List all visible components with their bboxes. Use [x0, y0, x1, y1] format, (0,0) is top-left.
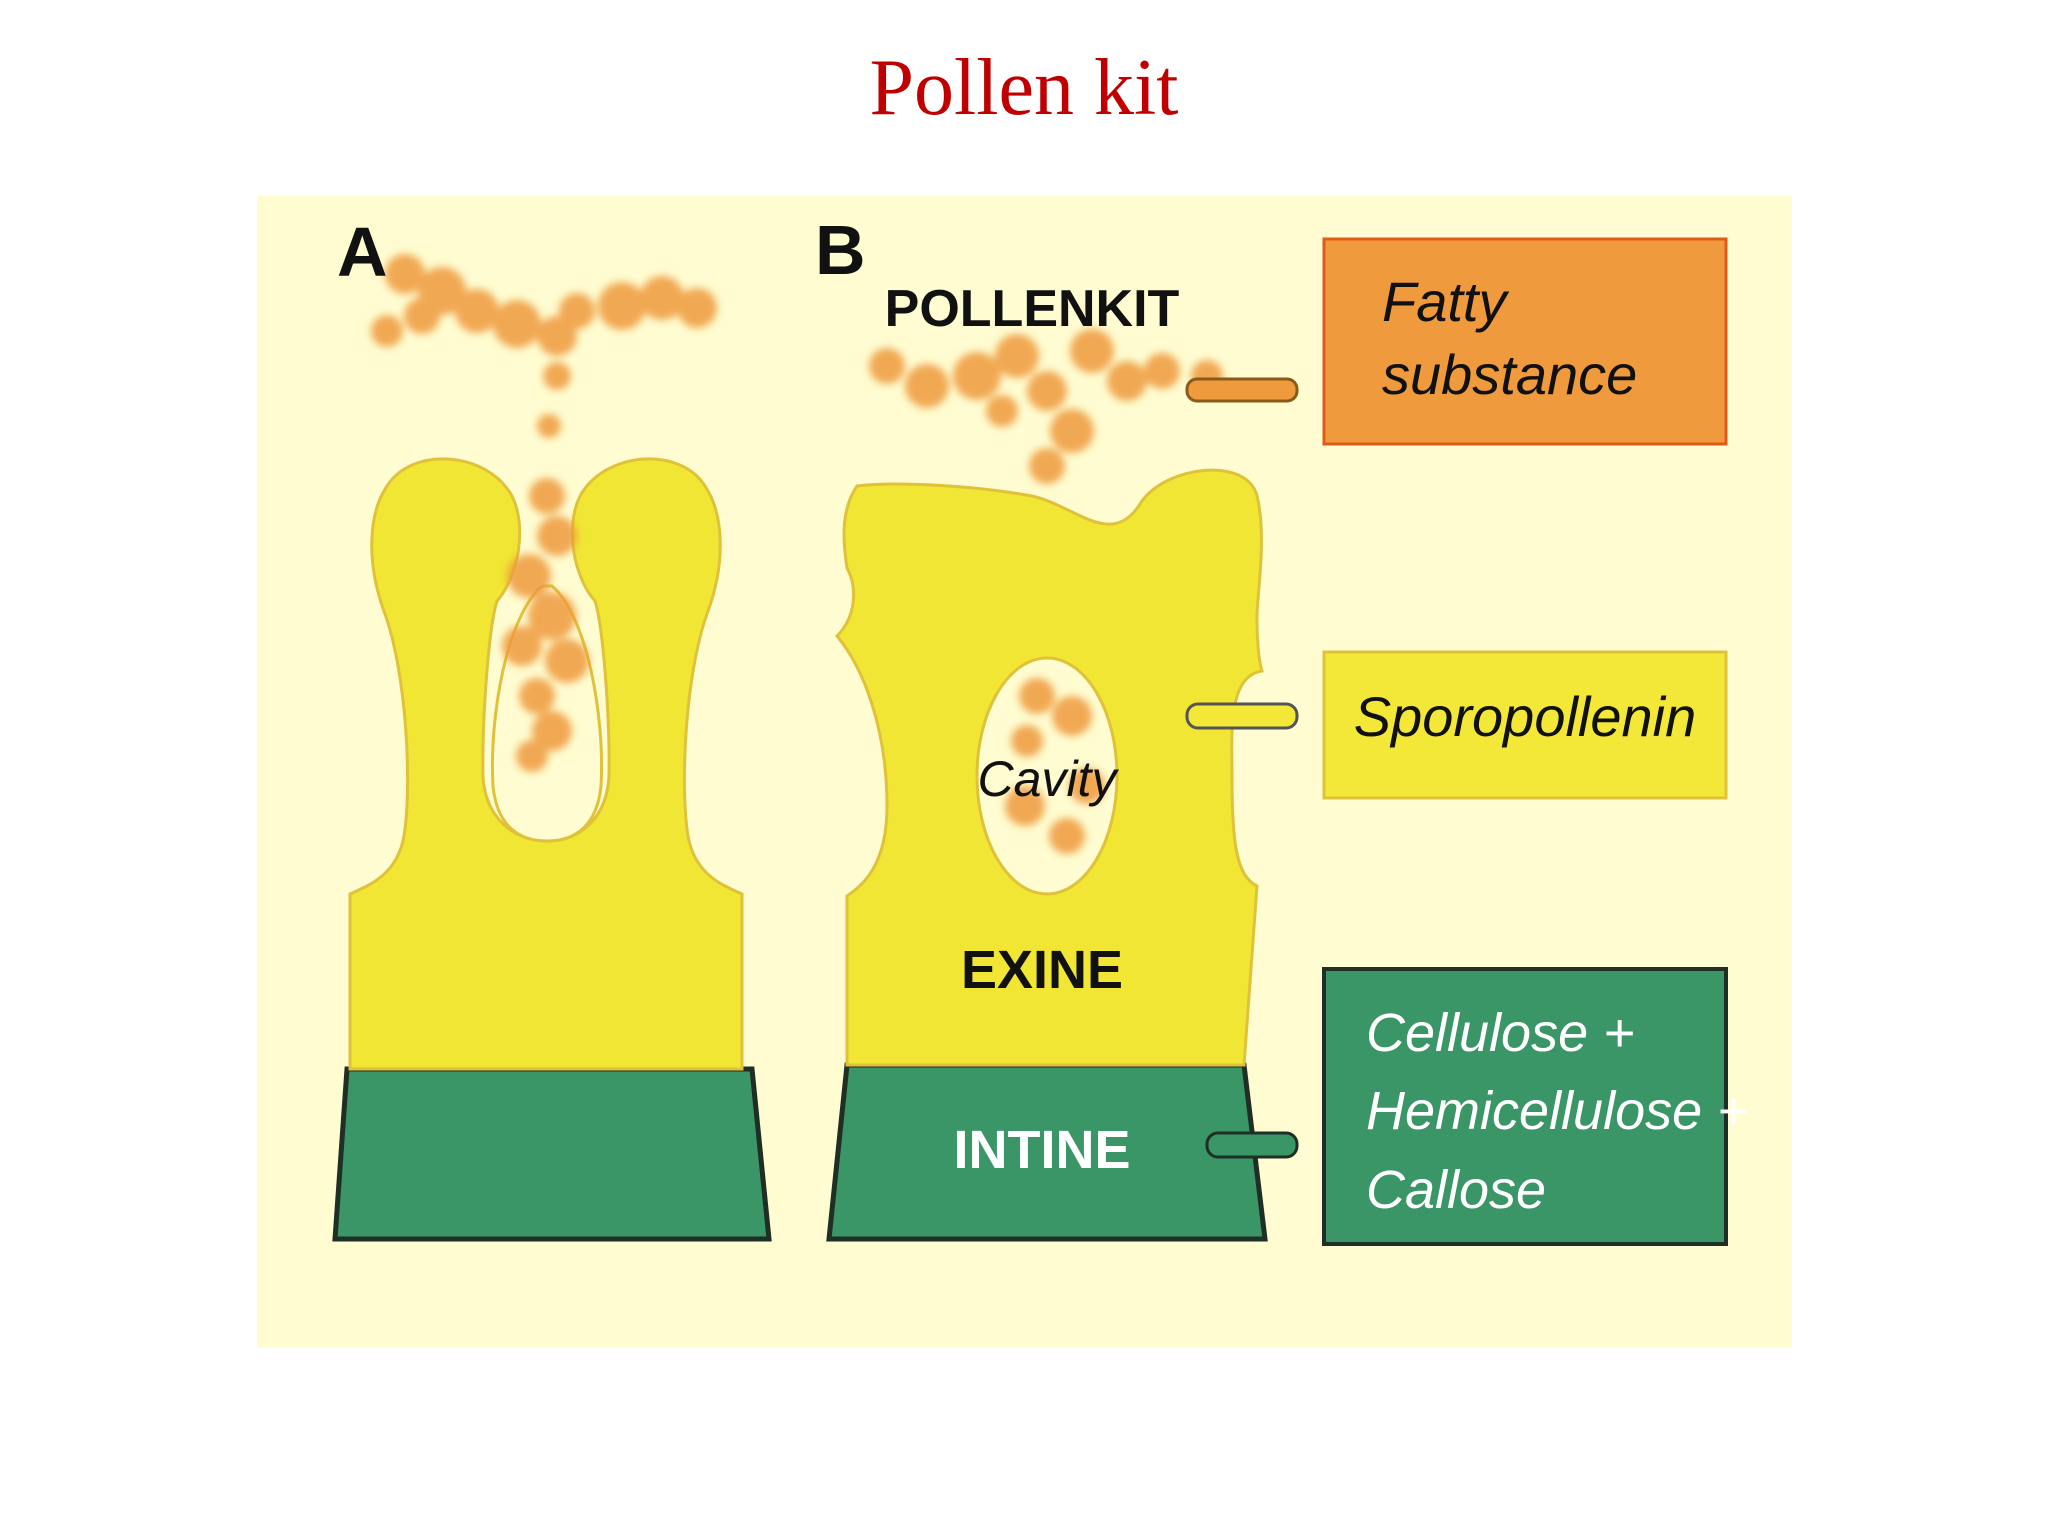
figure-panel: A B POLLENKIT Cavity: [257, 196, 1792, 1348]
cellulose-connector: [1205, 1131, 1299, 1159]
sporopollenin-text: Sporopollenin: [1354, 685, 1696, 748]
sporopollenin-box: [1322, 650, 1728, 800]
fatty-connector: [1185, 377, 1299, 403]
cellulose-line-2: Hemicellulose +: [1366, 1081, 1749, 1141]
panel-a: A: [332, 213, 772, 1242]
pollenkit-b: [869, 329, 1223, 854]
cellulose-line-1: Cellulose +: [1366, 1003, 1635, 1063]
legend-cellulose: Cellulose + Hemicellulose + Callose: [1322, 967, 1749, 1246]
pollenkit-a: [371, 254, 717, 772]
connectors: [1185, 377, 1299, 1159]
legend-fatty: Fatty substance: [1322, 237, 1728, 446]
intine-label: INTINE: [953, 1120, 1130, 1180]
panel-b: B POLLENKIT Cavity EXINE INTINE: [815, 211, 1268, 1242]
panel-a-label: A: [337, 213, 388, 291]
panel-b-label: B: [815, 211, 866, 289]
fatty-line-2: substance: [1382, 343, 1637, 406]
sporopollenin-connector: [1185, 702, 1299, 730]
cavity-label: Cavity: [978, 751, 1120, 807]
fatty-box: [1322, 237, 1728, 446]
exine-label: EXINE: [961, 940, 1123, 1000]
fatty-line-1: Fatty: [1382, 270, 1509, 333]
intine-layer-a: [332, 1066, 772, 1242]
pollenkit-label: POLLENKIT: [885, 280, 1180, 338]
slide-title: Pollen kit: [869, 44, 1179, 132]
cellulose-box: [1322, 967, 1728, 1246]
pollen-wall-diagram: A B POLLENKIT Cavity: [332, 211, 1749, 1246]
legend-sporopollenin: Sporopollenin: [1322, 650, 1728, 800]
cellulose-line-3: Callose: [1366, 1160, 1546, 1220]
